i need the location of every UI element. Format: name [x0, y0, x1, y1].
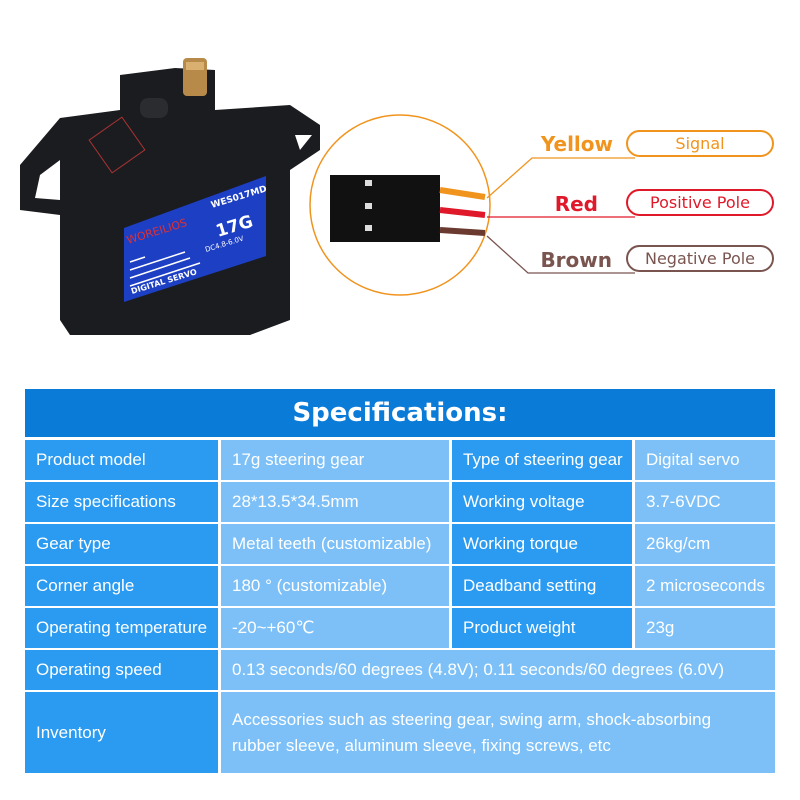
inventory-line-2: rubber sleeve, aluminum sleeve, fixing s… — [232, 735, 611, 755]
spec-label: Size specifications — [25, 482, 218, 522]
wire-function-positive: Positive Pole — [626, 189, 774, 216]
spec-value: 23g — [635, 608, 775, 648]
spec-label: Gear type — [25, 524, 218, 564]
spec-label: Type of steering gear — [452, 440, 632, 480]
spec-value: 28*13.5*34.5mm — [221, 482, 449, 522]
spec-value: 3.7-6VDC — [635, 482, 775, 522]
wire-label-yellow: Yellow — [540, 132, 613, 156]
wire-label-red: Red — [554, 192, 598, 216]
spec-value-inventory: Accessories such as steering gear, swing… — [221, 692, 775, 773]
spec-label: Product model — [25, 440, 218, 480]
spec-value: Digital servo — [635, 440, 775, 480]
spec-value: -20~+60℃ — [221, 608, 449, 648]
spec-label: Working torque — [452, 524, 632, 564]
spec-label-inventory: Inventory — [25, 692, 218, 773]
spec-label: Operating temperature — [25, 608, 218, 648]
spec-label-speed: Operating speed — [25, 650, 218, 690]
spec-label: Working voltage — [452, 482, 632, 522]
inventory-line-1: Accessories such as steering gear, swing… — [232, 709, 712, 729]
spec-value: 26kg/cm — [635, 524, 775, 564]
spec-label: Corner angle — [25, 566, 218, 606]
spec-value: 2 microseconds — [635, 566, 775, 606]
spec-value: 17g steering gear — [221, 440, 449, 480]
spec-value: 180 ° (customizable) — [221, 566, 449, 606]
spec-value: Metal teeth (customizable) — [221, 524, 449, 564]
spec-label: Product weight — [452, 608, 632, 648]
spec-value-speed: 0.13 seconds/60 degrees (4.8V); 0.11 sec… — [221, 650, 775, 690]
servo-illustration: WOREILIOS WES017MD 17G DC4.8-6.0V DIGITA… — [20, 58, 635, 335]
spec-label: Deadband setting — [452, 566, 632, 606]
wire-function-signal: Signal — [626, 130, 774, 157]
connector-callout — [309, 114, 635, 296]
wire-label-brown: Brown — [540, 248, 612, 272]
servo-body — [20, 58, 320, 335]
specifications-title: Specifications: — [25, 389, 775, 437]
wire-function-negative: Negative Pole — [626, 245, 774, 272]
